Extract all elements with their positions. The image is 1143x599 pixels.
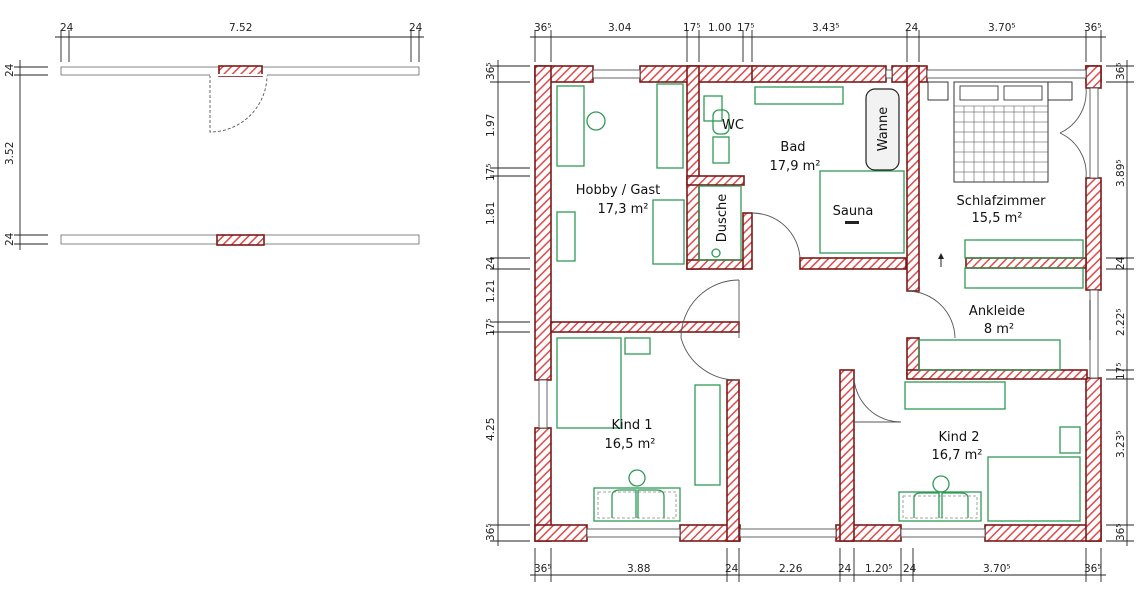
dims-right: 36⁵ 3.89⁵ 24 2.22⁵ 17⁵ 3.23⁵ 36⁵ [1106,60,1134,546]
dim-right-3: 24 [1115,256,1127,270]
dims-top: 36⁵ 3.04 17⁵ 1.00 17⁵ 3.43⁵ 24 3.70⁵ 36⁵ [530,22,1106,62]
dim-right-1: 36⁵ [1115,62,1127,80]
dim-bottom-2: 3.88 [627,563,650,575]
walls [534,65,1102,542]
dim-left-1: 36⁵ [485,62,497,80]
dim-top-9: 36⁵ [1084,22,1102,34]
label-wc: WC [722,118,744,133]
room-kind2-area: 16,7 m² [932,448,983,463]
dim-bottom-6: 1.20⁵ [865,563,893,575]
dim-bottom-5: 24 [838,563,852,575]
dim-bottom-8: 3.70⁵ [983,563,1011,575]
dim-left-9: 36⁵ [485,523,497,541]
dim-right-7: 36⁵ [1115,523,1127,541]
dim-top-1: 36⁵ [534,22,552,34]
dim-left-6: 1.21 [485,280,497,303]
dim-top-8: 3.70⁵ [988,22,1016,34]
furniture [556,81,1091,522]
dims-left: 36⁵ 1.97 17⁵ 1.81 24 1.21 17⁵ 4.25 36⁵ [485,60,530,546]
room-ankleide-area: 8 m² [984,322,1014,337]
dim-bottom-7: 24 [903,563,917,575]
dim-left-5: 24 [485,256,497,270]
room-kind1-name: Kind 1 [611,418,652,433]
small-plan: 24 7.52 24 24 3.52 24 [4,22,424,250]
room-labels: Hobby / Gast 17,3 m² Bad 17,9 m² Schlafz… [576,107,1046,463]
label-dusche: Dusche [715,194,730,242]
small-top-dim-2: 7.52 [229,22,252,34]
dim-top-7: 24 [905,22,919,34]
dim-left-2: 1.97 [485,114,497,137]
doors [680,87,1087,423]
dims-bottom: 36⁵ 3.88 24 2.26 24 1.20⁵ 24 3.70⁵ 36⁵ [530,548,1106,582]
dim-right-6: 3.23⁵ [1115,430,1127,458]
room-hobby-area: 17,3 m² [598,202,649,217]
dim-top-3: 17⁵ [683,22,701,34]
small-left-dim-1: 24 [4,63,16,77]
dim-top-6: 3.43⁵ [812,22,840,34]
small-top-dim-1: 24 [60,22,74,34]
dim-bottom-1: 36⁵ [534,563,552,575]
room-schlaf-name: Schlafzimmer [957,194,1047,209]
room-bad-area: 17,9 m² [770,159,821,174]
dim-top-4: 1.00 [708,22,731,34]
dim-top-2: 3.04 [608,22,632,34]
dim-left-4: 1.81 [485,202,497,225]
room-schlaf-area: 15,5 m² [972,211,1023,226]
room-kind2-name: Kind 2 [938,430,979,445]
dim-top-5: 17⁵ [737,22,755,34]
dim-left-7: 17⁵ [485,318,497,336]
dim-bottom-4: 2.26 [779,563,803,575]
small-left-dim-3: 24 [4,232,16,246]
dim-bottom-3: 24 [725,563,739,575]
dim-right-2: 3.89⁵ [1115,159,1127,187]
dim-right-5: 17⁵ [1115,362,1127,380]
dim-bottom-9: 36⁵ [1084,563,1102,575]
bed-grid [954,105,1048,182]
label-sauna: Sauna [833,204,874,219]
dim-right-4: 2.22⁵ [1115,308,1127,336]
small-left-dim-2: 3.52 [4,142,16,165]
room-ankleide-name: Ankleide [969,304,1025,319]
label-wanne: Wanne [876,107,891,151]
dim-left-3: 17⁵ [485,163,497,181]
windows [538,69,1099,538]
room-hobby-name: Hobby / Gast [576,183,660,198]
room-kind1-area: 16,5 m² [605,437,656,452]
small-top-dim-3: 24 [409,22,423,34]
room-bad-name: Bad [780,140,805,155]
dim-left-8: 4.25 [485,418,497,441]
